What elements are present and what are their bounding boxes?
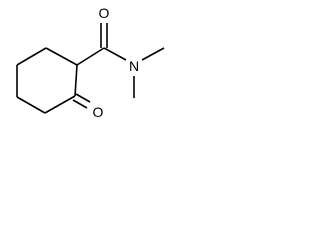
ring-bond-c6-c1 xyxy=(45,47,78,66)
ketone-oxygen-label: O xyxy=(93,104,104,120)
amide-nitrogen-label: N xyxy=(129,58,139,74)
ketone-double-bond-b xyxy=(72,99,88,109)
ketone-double-bond-a xyxy=(75,93,91,103)
ring-bond-c1-c2 xyxy=(74,64,78,97)
ring-bond-c5-c6 xyxy=(16,47,47,66)
bond-nitrogen-methyl-up xyxy=(141,47,165,61)
amide-oxygen-label: O xyxy=(99,5,110,21)
bond-ring-to-carbonyl xyxy=(76,47,105,66)
ring-bond-c3-c4 xyxy=(16,96,46,114)
chemical-structure-diagram: O N O xyxy=(16,5,165,120)
bond-carbonyl-to-nitrogen xyxy=(103,47,127,61)
ring-bond-c2-c3 xyxy=(44,95,76,114)
